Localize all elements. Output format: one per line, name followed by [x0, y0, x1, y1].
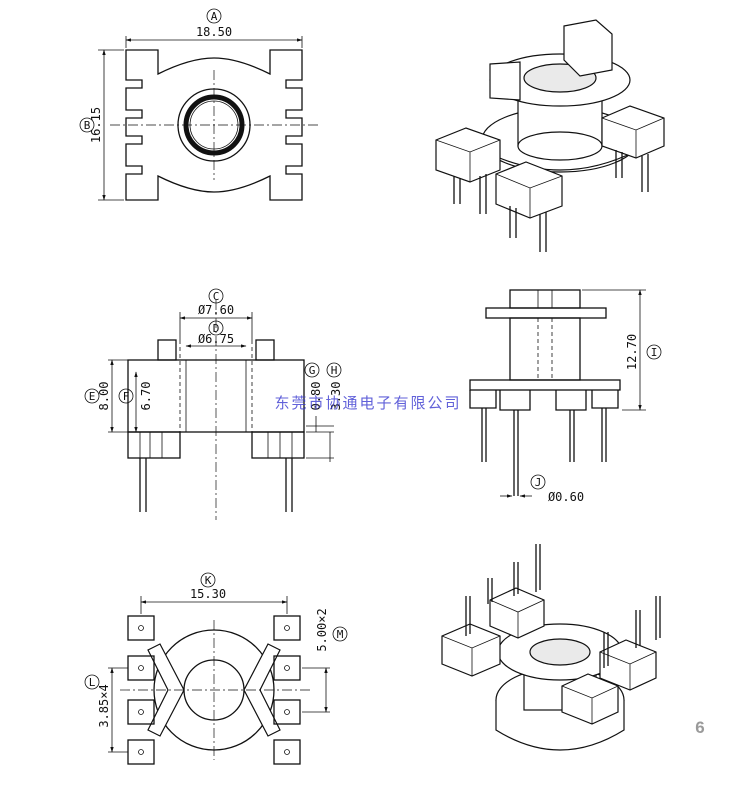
dim-m-value: 5.00×2: [315, 608, 329, 651]
side-view: I 12.70 J Ø0.60: [469, 289, 662, 504]
isometric-view-bottom: [441, 544, 661, 751]
right-top-tab: [255, 339, 275, 361]
pin-block-right: [601, 105, 665, 192]
left-top-tab: [157, 339, 177, 361]
marker-b-circle: [79, 117, 95, 133]
marker-a-circle: [206, 8, 222, 24]
left-pads: [127, 615, 155, 765]
dim-b-value: 16.15: [89, 107, 103, 143]
marker-e: E: [89, 390, 96, 403]
iso2-pin-blocks-left: [441, 544, 545, 677]
top-tab-right: [563, 19, 613, 77]
left-pin-base: [127, 431, 181, 459]
marker-b: B: [84, 119, 91, 132]
marker-a: A: [211, 10, 218, 23]
dim-j-value: Ø0.60: [548, 490, 584, 504]
left-lead-channel: [147, 643, 185, 737]
right-pads: [273, 615, 301, 765]
marker-m: M: [337, 628, 344, 641]
company-watermark: 东莞市协通电子有限公司: [274, 394, 461, 412]
isometric-view-top: [435, 19, 665, 252]
dim-f-value: 6.70: [139, 382, 153, 411]
marker-j: J: [535, 476, 542, 489]
front-view: C Ø7.60 D Ø6.75 E 8.00 F 6.70 G H 0.80 3…: [84, 288, 343, 520]
side-core-tube: [509, 317, 581, 381]
iso2-core-opening: [529, 638, 591, 666]
pin-block-center: [495, 161, 563, 252]
marker-c: C: [213, 290, 220, 303]
marker-k: K: [205, 574, 212, 587]
dim-l-value: 3.85×4: [97, 684, 111, 727]
side-top-flange: [485, 307, 607, 319]
dim-h-value: 3.30: [329, 382, 343, 411]
marker-d: D: [213, 322, 220, 335]
marker-h: H: [331, 364, 338, 377]
page-number: 6: [695, 718, 704, 737]
right-pin-base: [251, 431, 305, 459]
dim-k-value: 15.30: [190, 587, 226, 601]
top-view: A 18.50 B 16.15: [79, 8, 318, 201]
marker-i: I: [651, 346, 658, 359]
dim-e-value: 8.00: [97, 382, 111, 411]
side-top-tab: [509, 289, 581, 309]
pin-block-left: [435, 127, 501, 214]
dim-c-value: Ø7.60: [198, 303, 234, 317]
dim-a-value: 18.50: [196, 25, 232, 39]
dim-g-value: 0.80: [309, 382, 323, 411]
side-bottom-flange: [469, 379, 621, 391]
top-tab-left: [489, 61, 521, 101]
marker-g: G: [309, 364, 316, 377]
marker-f: F: [123, 390, 130, 403]
marker-l: L: [89, 676, 96, 689]
dim-d-value: Ø6.75: [198, 332, 234, 346]
dim-i-value: 12.70: [625, 334, 639, 370]
top-view-outline: [125, 49, 303, 201]
iso2-pin-blocks-right: [561, 596, 661, 725]
bottom-view: K 15.30 L 3.85×4 M 5.00×2: [84, 572, 348, 765]
